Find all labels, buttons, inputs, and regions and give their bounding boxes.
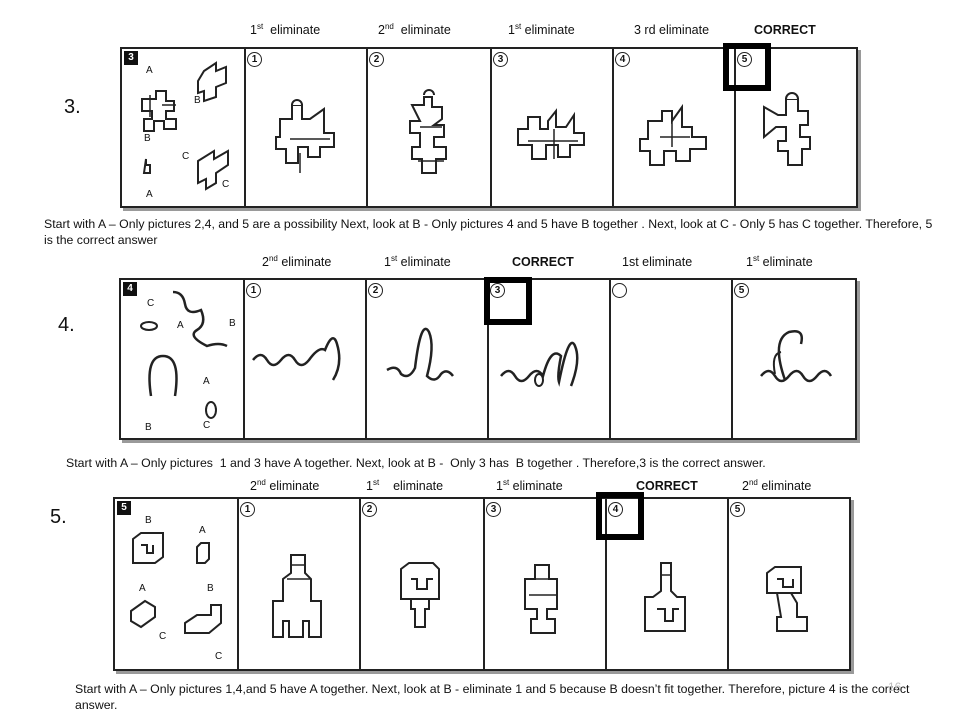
option-2[interactable]: 2: [359, 499, 485, 669]
problem-3-number: 3.: [64, 96, 81, 118]
option-1-drawing: [252, 337, 341, 381]
part-tag-b2: B: [194, 95, 201, 106]
option-number: 1: [240, 502, 255, 517]
option-label-5: CORRECT: [754, 23, 816, 37]
option-1[interactable]: 1: [244, 49, 368, 206]
option-number: 1: [246, 283, 261, 298]
option-5[interactable]: 5: [727, 499, 849, 669]
option-2-drawing: [386, 327, 454, 381]
correct-answer-marker: [723, 43, 771, 91]
option-label-5: 1st eliminate: [746, 253, 813, 269]
option-1[interactable]: 1: [243, 280, 367, 438]
problem-5-number: 5.: [50, 506, 67, 528]
part-tag-c2: C: [215, 651, 222, 662]
part-tag-c2: C: [203, 420, 210, 431]
part-tag-b: B: [145, 515, 152, 526]
problem-4-parts: 4 C A B B A C: [121, 280, 245, 438]
option-2-drawing: [409, 89, 447, 174]
part-tag-a: A: [199, 525, 206, 536]
option-number: 3: [486, 502, 501, 517]
part-tag-b: B: [144, 133, 151, 144]
option-number: 4: [615, 52, 630, 67]
option-number: 2: [369, 52, 384, 67]
option-number: 2: [368, 283, 383, 298]
part-tag-c: C: [159, 631, 166, 642]
panel-number: 5: [117, 501, 131, 515]
option-label-4: CORRECT: [636, 479, 698, 493]
problem-4-explanation: Start with A – Only pictures 1 and 3 hav…: [66, 456, 766, 470]
option-1-drawing: [272, 554, 322, 638]
option-number: [612, 283, 627, 298]
correct-answer-marker: [484, 277, 532, 325]
option-4-drawing: [639, 103, 707, 166]
option-label-4: 1st eliminate: [622, 255, 693, 269]
option-5-drawing: [766, 566, 808, 632]
option-2[interactable]: 2: [366, 49, 492, 206]
option-4[interactable]: 4: [605, 499, 729, 669]
option-label-1: 2nd eliminate: [250, 477, 320, 493]
option-3[interactable]: 3: [490, 49, 614, 206]
option-4-drawing: [644, 562, 686, 632]
part-tag-c: C: [182, 151, 189, 162]
part-tag-c: C: [147, 298, 154, 309]
option-label-5: 2nd eliminate: [742, 477, 812, 493]
option-2[interactable]: 2: [365, 280, 489, 438]
option-number: 5: [734, 283, 749, 298]
option-label-2: 2nd eliminate: [378, 21, 451, 37]
option-label-3: 1st eliminate: [496, 477, 563, 493]
puzzle-parts-drawing: A B C A B C: [141, 61, 229, 200]
part-tag-a2: A: [146, 189, 153, 200]
option-5[interactable]: 5: [731, 280, 855, 438]
option-3-drawing: [524, 564, 558, 634]
problem-3-panel: 3 A B C A B C 1 2 3: [120, 47, 858, 208]
panel-number: 3: [124, 51, 138, 65]
panel-number: 4: [123, 282, 137, 296]
option-number: 4: [608, 502, 623, 517]
part-tag-a2: A: [139, 583, 146, 594]
option-label-2: 1st eliminate: [384, 253, 451, 269]
part-tag-a: A: [177, 320, 184, 331]
page-number: 16: [888, 680, 902, 694]
problem-4-number: 4.: [58, 314, 75, 336]
option-label-3: 1st eliminate: [508, 21, 575, 37]
option-3-drawing: [517, 108, 585, 160]
option-1[interactable]: 1: [237, 499, 361, 669]
option-2-drawing: [400, 562, 440, 628]
option-number: 5: [730, 502, 745, 517]
problem-5-explanation: Start with A – Only pictures 1,4,and 5 h…: [75, 682, 910, 712]
part-tag-b2: B: [207, 583, 214, 594]
option-number: 2: [362, 502, 377, 517]
part-tag-a2: A: [203, 376, 210, 387]
option-number: 3: [493, 52, 508, 67]
block-parts-drawing: B A A B C C: [130, 515, 222, 662]
part-tag-c2: C: [222, 179, 229, 190]
option-5[interactable]: 5: [734, 49, 856, 206]
option-4[interactable]: [609, 280, 733, 438]
correct-answer-marker: [596, 492, 644, 540]
option-label-1: 2nd eliminate: [262, 253, 332, 269]
option-number: 5: [737, 52, 752, 67]
option-4[interactable]: 4: [612, 49, 736, 206]
problem-5-panel: 5 B A A B C C 1 2 3: [113, 497, 851, 671]
option-3[interactable]: 3: [483, 499, 607, 669]
option-number: 1: [247, 52, 262, 67]
problem-3-parts: 3 A B C A B C: [122, 49, 246, 206]
wire-parts-drawing: C A B B A C: [140, 290, 236, 433]
option-label-4: 3 rd eliminate: [634, 23, 710, 37]
part-tag-a: A: [146, 65, 153, 76]
problem-5-parts: 5 B A A B C C: [115, 499, 239, 669]
problem-3-explanation: Start with A – Only pictures 2,4, and 5 …: [44, 217, 933, 247]
part-tag-b: B: [229, 318, 236, 329]
option-3-drawing: [500, 341, 579, 387]
option-number: 3: [490, 283, 505, 298]
option-5-drawing: [763, 92, 811, 166]
option-3[interactable]: 3: [487, 280, 611, 438]
option-1-drawing: [275, 99, 335, 173]
option-label-2: 1st eliminate: [366, 477, 444, 493]
option-5-drawing: [760, 330, 833, 383]
part-tag-b2: B: [145, 422, 152, 433]
option-label-3: CORRECT: [512, 255, 574, 269]
option-label-1: 1st eliminate: [250, 21, 321, 37]
